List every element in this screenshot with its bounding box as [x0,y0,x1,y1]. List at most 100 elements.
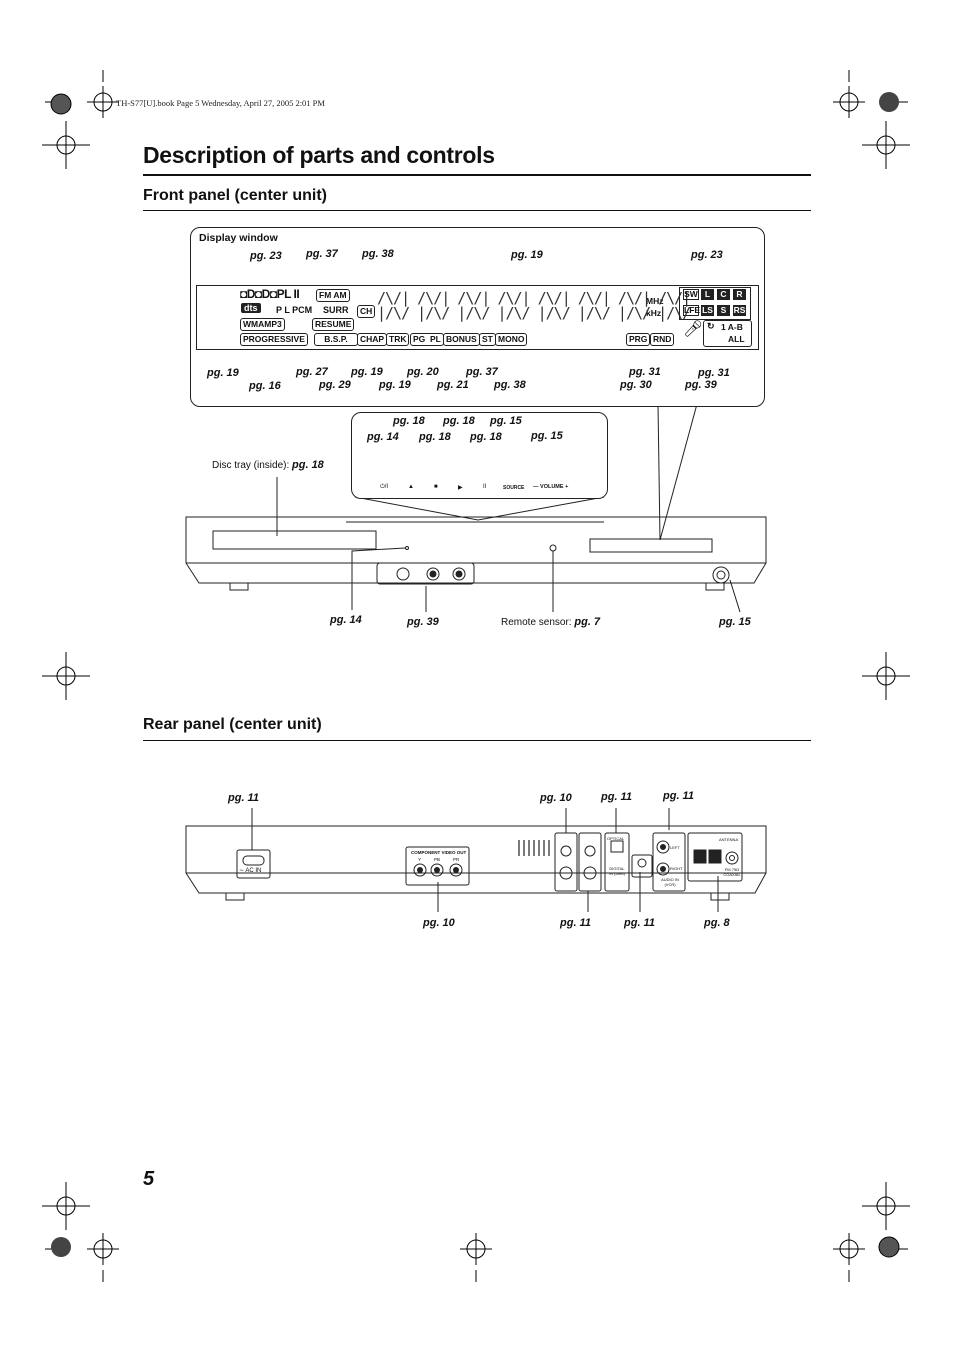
pg-ref: pg. 19 [351,366,383,378]
component-video-label: COMPONENT VIDEO OUT [411,850,467,855]
pg-ref: pg. 19 [379,379,411,391]
ind-mono: MONO [495,333,528,346]
button-label-eject: ▲ [408,484,414,490]
pg-ref: pg. 27 [296,366,328,378]
pg-ref: pg. 39 [407,616,439,628]
ind-c: C [717,289,730,300]
corner-target-bl [51,1237,71,1257]
ind-pg-pl: PG PL [410,333,444,346]
ind-fm-am: FM AM [316,289,350,302]
pg-ref: pg. 23 [691,249,723,261]
ind-chap: CHAP [357,333,388,346]
pg-ref: pg. 19 [511,249,543,261]
pg-ref: pg. 18 [443,415,475,427]
button-label-pause: II [483,484,487,490]
antenna-label: ANTENNA [719,837,739,842]
ind-surr: SURR [323,305,349,315]
pg-ref: pg. 19 [207,367,239,379]
section-front-heading: Front panel (center unit) [143,187,327,204]
component-pr-label: PR [453,857,460,862]
ind-prg: PRG [626,333,651,346]
segment-digits-row1: /\/| /\/| /\/| /\/| /\/| /\/| /\/| /\/| [377,289,691,307]
pg-ref: pg. 30 [620,379,652,391]
ind-ls: LS [701,305,714,316]
section-front-rule [143,210,811,211]
ind-bsp: B.S.P. [314,333,358,346]
pg-ref: pg. 11 [228,792,259,804]
ind-trk: TRK [386,333,410,346]
front-unit-drawing [185,403,767,613]
ind-khz: kHz [646,308,662,318]
pg-ref: pg. 21 [437,379,469,391]
pg-ref: pg. 8 [704,917,730,929]
ind-sw: SW [683,289,699,300]
ind-st: ST [479,333,496,346]
optical-label: OPTICAL [607,836,625,841]
file-info-header: TH-S77[U].book Page 5 Wednesday, April 2… [116,98,325,108]
repeat-indicator-box [703,320,752,347]
pg-ref: pg. 39 [685,379,717,391]
registration-marks [42,70,910,1282]
pg-ref: pg. 23 [250,250,282,262]
display-window-label: Display window [199,232,278,244]
speaker-indicator-panel [679,287,751,320]
title-rule [143,174,811,176]
microphone-icon: 🎤︎ [683,321,704,338]
pg-ref: pg. 31 [629,366,661,378]
button-label-source: SOURCE [503,485,525,491]
pg-ref: pg. 38 [362,248,394,260]
audio-right-label: RIGHT [670,866,683,871]
button-label-volume: — VOLUME + [533,484,569,490]
rear-unit-drawing [185,808,767,912]
ind-all: ALL [728,334,745,344]
ind-progressive: PROGRESSIVE [240,333,308,346]
ind-rs: RS [733,305,746,316]
button-label-play: ▶ [458,485,463,491]
pg-ref: pg. 20 [407,366,439,378]
ind-resume: RESUME [312,318,355,331]
page-number: 5 [143,1168,155,1190]
pg-ref: pg. 10 [540,792,572,804]
ind-ch: CH [357,305,376,318]
pg-ref: pg. 14 [367,431,399,443]
pg-ref: pg. 15 [490,415,522,427]
pg-ref: pg. 18 [393,415,425,427]
button-label-stop: ■ [434,484,438,490]
ind-s: S [717,305,730,316]
corner-target-tr [879,92,899,112]
button-label-standby: ⏻/I [380,484,389,490]
corner-target-br [878,1236,900,1258]
pg-ref: pg. 15 [531,430,563,442]
repeat-icon: ↻ [707,321,715,331]
disc-tray-label: Disc tray (inside): pg. 18 [212,459,324,471]
pg-ref: pg. 38 [494,379,526,391]
buttons-callout [351,412,608,499]
section-rear-heading: Rear panel (center unit) [143,716,322,733]
pg-ref: pg. 18 [419,431,451,443]
section-rear-rule [143,740,811,741]
ind-lfe: LFE [683,305,701,316]
pg-ref: pg. 15 [719,616,751,628]
ind-pl-pcm: P L PCM [276,305,313,315]
page-title: Description of parts and controls [143,142,495,168]
pg-ref: pg. 16 [249,380,281,392]
pg-ref: pg. 10 [423,917,455,929]
ind-rnd: RND [650,333,675,346]
pg-ref: pg. 18 [470,431,502,443]
ind-bonus: BONUS [443,333,480,346]
audio-left-label: LEFT [670,845,680,850]
remote-sensor-label: Remote sensor: pg. 7 [501,616,601,628]
audio-in-label: AUDIO IN (VCR) [661,877,679,887]
segment-digits-row2: |/\/ |/\/ |/\/ |/\/ |/\/ |/\/ |/\/ |/\/ [377,304,691,322]
ind-l: L [701,289,714,300]
ind-ab: 1 A-B [721,322,743,332]
dolby-logo: ◘D◘D◘PL II [240,287,300,301]
digital-in-label: DIGITAL IN (DBS) [609,866,625,876]
ind-r: R [733,289,746,300]
pg-ref: pg. 37 [306,248,338,260]
pg-ref: pg. 11 [601,791,632,803]
pg-ref: pg. 11 [560,917,591,929]
dts-logo: dts [241,303,261,313]
ac-in-label: ∼ AC IN [239,868,262,874]
pg-ref: pg. 14 [330,614,362,626]
